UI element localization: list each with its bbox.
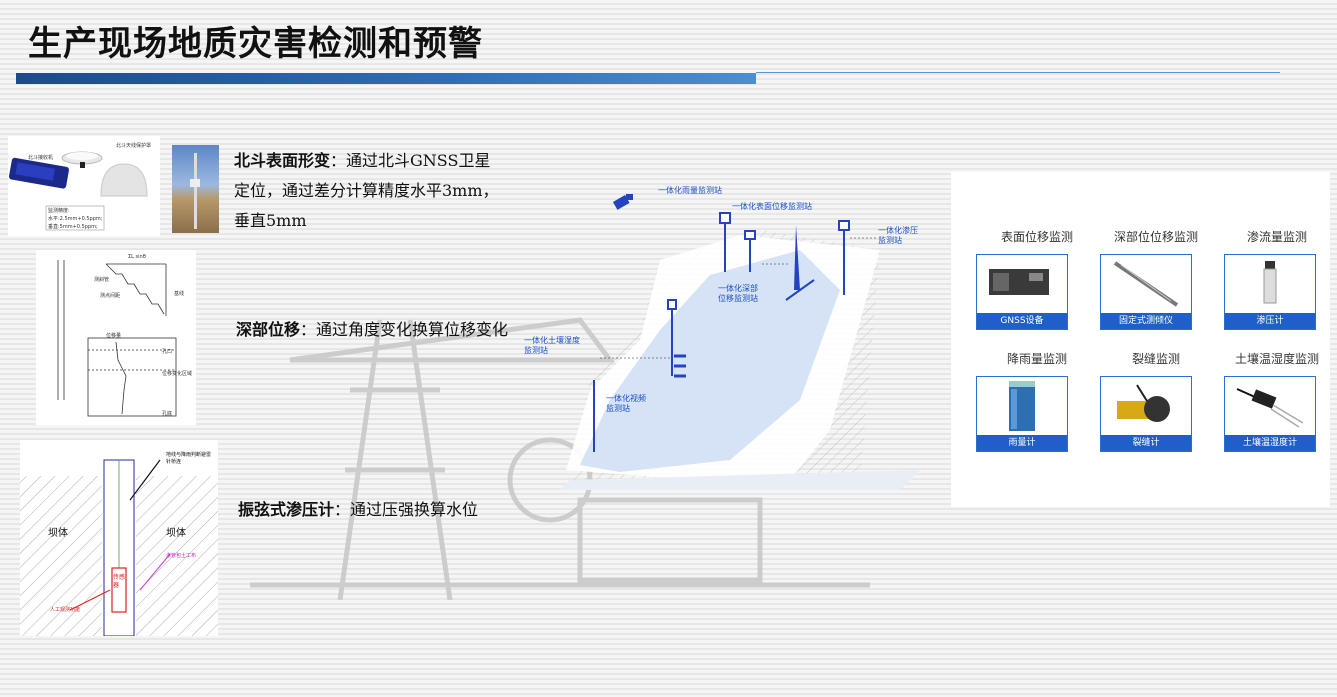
- slope-monitoring-scene: 一体化雨量监测站 一体化表面位移监测站 一体化渗压 监测站 一体化深部 位移监测…: [500, 180, 920, 500]
- gnss-spec-horizontal: 水平:2.5mm+0.5ppm;: [48, 216, 103, 222]
- beidou-line1: ：通过北斗GNSS卫星: [330, 151, 491, 170]
- device-image-box: 裂缝计: [1100, 376, 1192, 452]
- scene-label-surface: 一体化表面位移监测站: [732, 202, 812, 211]
- device-card-title: 深部位位移监测: [1113, 230, 1198, 244]
- beidou-line3: 垂直5mm: [234, 211, 307, 230]
- gnss-spec-title: 监测精度:: [48, 208, 70, 214]
- sketch-spacing-label: 测点间距: [100, 293, 121, 299]
- deep-description: 深部位移：通过角度变化换算位移变化: [236, 316, 508, 340]
- scene-label-video-line2: 监测站: [606, 404, 630, 413]
- scene-label-soil: 一体化土壤湿度 监测站: [524, 336, 580, 356]
- device-card-title: 表面位移监测: [1000, 230, 1073, 244]
- sketch-top-label: 孔口: [162, 349, 173, 355]
- device-caption: 土壤温湿度计: [1225, 435, 1315, 451]
- dam-left-label: 坝体: [48, 528, 68, 539]
- scene-label-rain: 一体化雨量监测站: [658, 186, 722, 195]
- device-card-title: 土壤温湿度监测: [1234, 352, 1319, 366]
- dam-cross-section: 坝体 坝体 地线与降雨判断避雷针桥连 渗管包土工布 人工观测功能 传感器: [20, 440, 218, 637]
- scene-label-soil-line2: 监测站: [524, 346, 548, 355]
- sketch-zone-label: 位移变化区域: [162, 371, 193, 377]
- beidou-description: 北斗表面形变：通过北斗GNSS卫星 定位，通过差分计算精度水平3mm， 垂直5m…: [234, 146, 499, 236]
- inclinometer-sketch: ΣL sinθ 测斜管 测点间距 基线 位移量 孔口 位移变化区域 孔底: [36, 250, 196, 425]
- deep-body: ：通过角度变化换算位移变化: [300, 320, 509, 339]
- device-card-title: 裂缝监测: [1131, 352, 1180, 366]
- sketch-dim-label: ΣL sinθ: [128, 254, 146, 260]
- title-underline-line: [756, 72, 1280, 73]
- device-caption: 雨量计: [977, 435, 1067, 451]
- page-title: 生产现场地质灾害检测和预警: [28, 24, 483, 64]
- device-image-box: 渗压计: [1224, 254, 1316, 330]
- device-caption: GNSS设备: [977, 313, 1067, 329]
- sketch-baseline-label: 基线: [174, 291, 185, 297]
- device-caption: 裂缝计: [1101, 435, 1191, 451]
- device-image-box: 雨量计: [976, 376, 1068, 452]
- beidou-heading: 北斗表面形变: [234, 151, 331, 170]
- scene-label-seepage-line1: 一体化渗压: [878, 226, 918, 235]
- device-card-title: 渗流量监测: [1246, 230, 1307, 244]
- device-image-box: 固定式测倾仪: [1100, 254, 1192, 330]
- device-caption: 固定式测倾仪: [1101, 313, 1191, 329]
- dam-bottom-note: 人工观测功能: [50, 607, 81, 613]
- oil-rig-background: [250, 317, 870, 600]
- device-caption: 渗压计: [1225, 313, 1315, 329]
- gnss-spec-vertical: 垂直:5mm+0.5ppm;: [48, 224, 98, 230]
- scene-label-seepage-line2: 监测站: [878, 236, 902, 245]
- gnss-cover-label: 北斗天线保护罩: [116, 143, 152, 149]
- dam-right-note: 渗管包土工布: [166, 553, 197, 559]
- gnss-device-image: 北斗接收机 北斗天线保护罩 监测精度: 水平:2.5mm+0.5ppm; 垂直:…: [8, 136, 160, 236]
- field-photo: [172, 145, 219, 233]
- scene-label-deep-line2: 位移监测站: [718, 294, 758, 303]
- scene-label-deep: 一体化深部 位移监测站: [718, 284, 758, 304]
- monitoring-device-panel: 表面位移监测 GNSS设备 深部位位移监测 固定式测倾仪 渗流量监测 渗压计 降…: [951, 172, 1330, 507]
- scene-label-seepage: 一体化渗压 监测站: [878, 226, 918, 246]
- scene-label-video: 一体化视频 监测站: [606, 394, 646, 414]
- gnss-receiver-label: 北斗接收机: [28, 155, 54, 161]
- dam-right-label: 坝体: [166, 528, 186, 539]
- dam-sensor-label: 传感器: [113, 574, 126, 589]
- piezometer-description: 振弦式渗压计：通过压强换算水位: [238, 496, 478, 520]
- deep-heading: 深部位移: [236, 320, 301, 339]
- scene-label-video-line1: 一体化视频: [606, 394, 646, 403]
- dam-top-note: 地线与降雨判断避雷针桥连: [166, 452, 212, 465]
- device-card-title: 降雨量监测: [1006, 352, 1067, 366]
- title-underline-bar: [16, 73, 756, 84]
- sketch-pipe-label: 测斜管: [94, 277, 110, 283]
- scene-label-soil-line1: 一体化土壤湿度: [524, 336, 580, 345]
- beidou-line2: 定位，通过差分计算精度水平3mm，: [234, 181, 499, 200]
- piezometer-heading: 振弦式渗压计: [238, 500, 335, 519]
- piezometer-body: ：通过压强换算水位: [334, 500, 479, 519]
- sketch-bottom-label: 孔底: [162, 411, 173, 417]
- sketch-displacement-label: 位移量: [106, 333, 122, 339]
- device-image-box: GNSS设备: [976, 254, 1068, 330]
- scene-label-deep-line1: 一体化深部: [718, 284, 758, 293]
- device-image-box: 土壤温湿度计: [1224, 376, 1316, 452]
